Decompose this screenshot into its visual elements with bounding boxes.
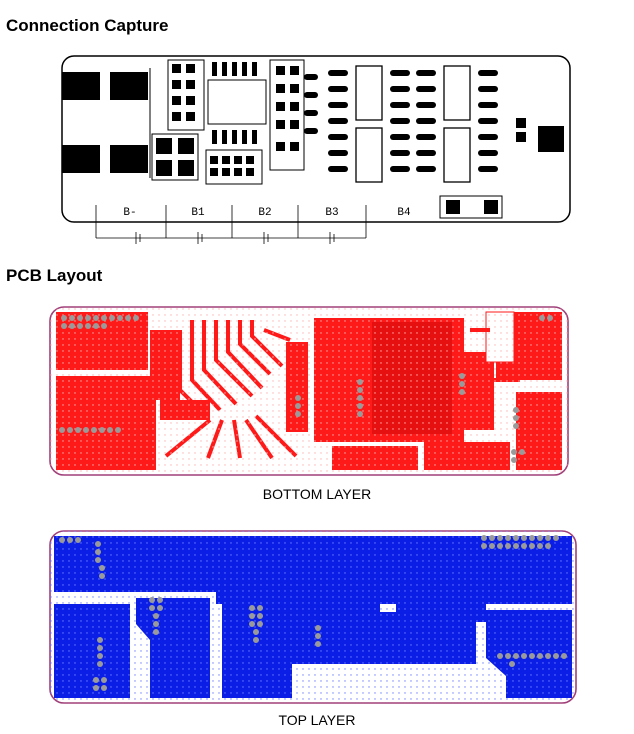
top-layer-caption: TOP LAYER [278,712,356,728]
bottom-layer [49,306,569,476]
pad [62,72,100,100]
pin-label: B3 [325,207,338,219]
switch-outline [439,195,503,219]
pin-labels: B- B1 B2 B3 B4 [123,207,411,219]
pin-label: B4 [397,207,411,219]
pin-label: B2 [258,207,271,219]
pcb-layout-heading: PCB Layout [6,266,103,285]
pin-label: B- [123,207,136,219]
connection-diagram: B- B1 B2 B3 B4 [61,55,571,244]
connection-capture-heading: Connection Capture [6,16,169,35]
ic-packages [355,65,471,183]
board-outline [49,306,569,476]
bottom-layer-caption: BOTTOM LAYER [262,486,372,502]
component-cluster [151,59,305,185]
copper-fill-texture [50,307,568,475]
top-layer [49,530,577,704]
pad [62,145,100,173]
board-outline [49,530,577,704]
smd-pads [156,62,318,176]
pin-label: B1 [191,207,205,219]
vias [59,315,553,463]
pad [110,72,148,100]
ic-leads [328,70,564,214]
copper-fill-texture [50,531,576,703]
pad [110,145,148,173]
vias [59,535,567,691]
pin-dividers [95,205,367,244]
